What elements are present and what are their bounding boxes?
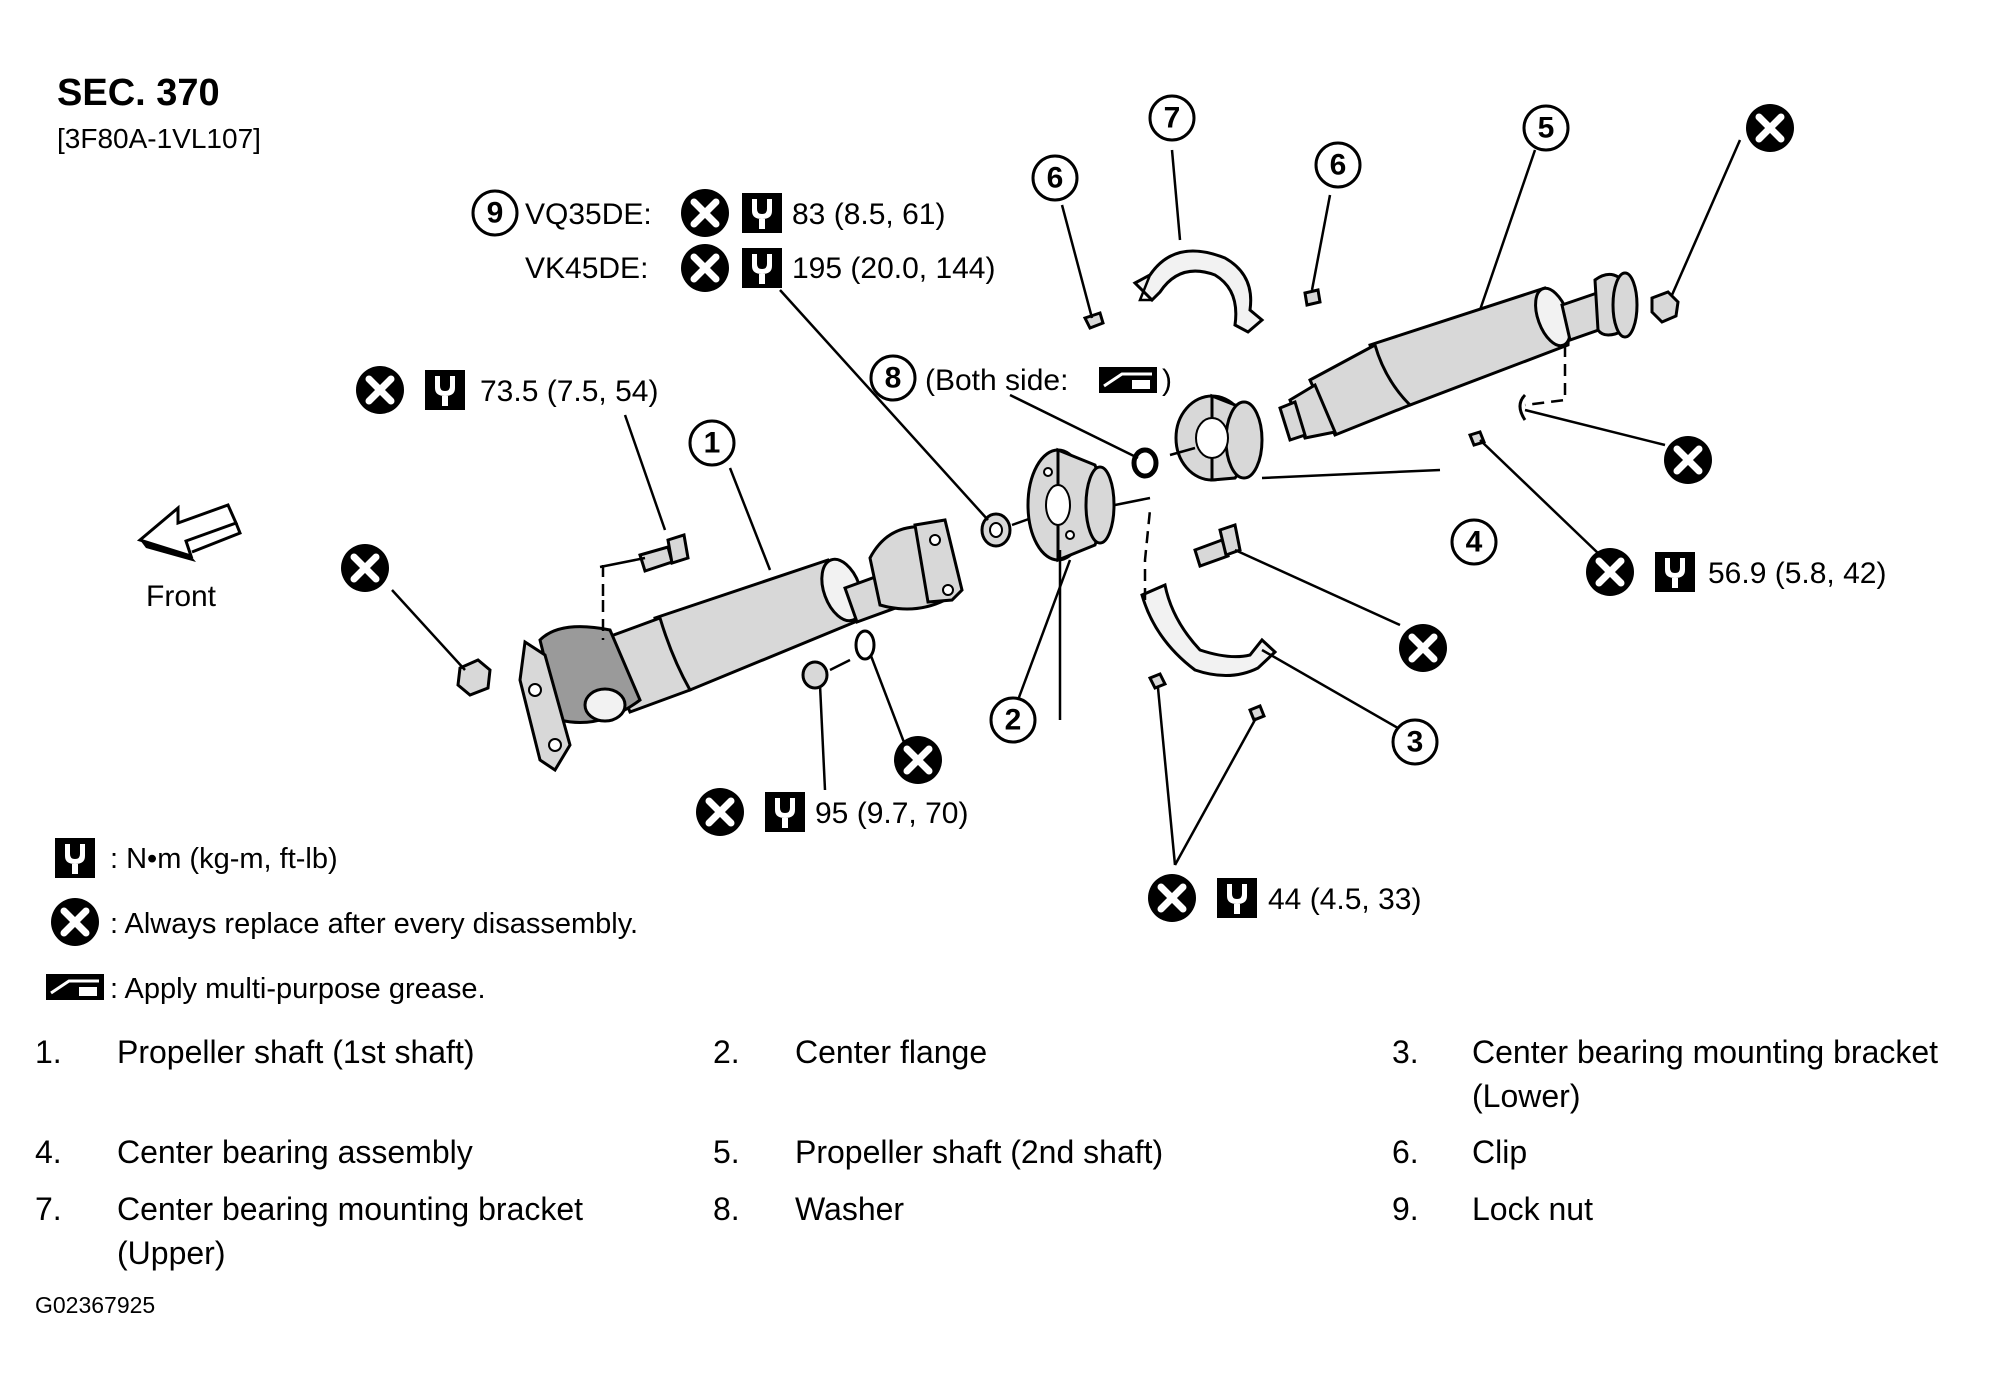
replace-x-circle-icon <box>1746 104 1794 152</box>
legend-x-circle-icon <box>51 898 99 946</box>
part-1-num: 1. <box>35 1034 62 1070</box>
torque-wrench-icon <box>742 248 782 288</box>
part-5-num: 5. <box>713 1134 740 1170</box>
center-bearing-assembly <box>1169 393 1264 482</box>
callout-1: 1 <box>704 427 721 460</box>
bolt-front <box>599 533 690 573</box>
callout-3: 3 <box>1407 726 1424 759</box>
propeller-shaft-2nd <box>1278 271 1639 442</box>
vq35de-torque: 83 (8.5, 61) <box>792 198 945 231</box>
part-7-num: 7. <box>35 1191 62 1227</box>
callout-7: 7 <box>1164 102 1181 135</box>
callout-5: 5 <box>1538 112 1555 145</box>
vq35de-label: VQ35DE: <box>525 198 652 231</box>
callout-6-left: 6 <box>1047 162 1064 195</box>
nut-rear <box>1650 290 1680 324</box>
torque-wrench-icon <box>765 792 805 832</box>
figure-code: G02367925 <box>35 1292 155 1318</box>
part-4-num: 4. <box>35 1134 62 1170</box>
front-label: Front <box>146 580 217 613</box>
callout-8: 8 <box>885 362 902 395</box>
part-3-name: Center bearing mounting bracket <box>1472 1034 1938 1070</box>
replace-x-circle-icon <box>681 244 729 292</box>
lock-nut <box>980 512 1012 548</box>
part-2-num: 2. <box>713 1034 740 1070</box>
torque-wrench-icon <box>1217 878 1257 918</box>
part-6-num: 6. <box>1392 1134 1419 1170</box>
rear-bolt-torque: 56.9 (5.8, 42) <box>1708 557 1886 590</box>
part-3-name-line2: (Lower) <box>1472 1078 1580 1114</box>
torque-wrench-icon <box>1655 552 1695 592</box>
bolt-front-torque: 73.5 (7.5, 54) <box>480 375 658 408</box>
replace-x-circle-icon <box>341 544 389 592</box>
part-8-name: Washer <box>795 1191 904 1227</box>
callout-4: 4 <box>1466 526 1483 559</box>
propeller-shaft-1st <box>518 518 964 773</box>
legend-replace: : Always replace after every disassembly… <box>110 908 638 940</box>
part-7-name: Center bearing mounting bracket <box>117 1191 583 1227</box>
parts-list: 1. Propeller shaft (1st shaft) 2. Center… <box>35 1034 1938 1271</box>
vk45de-label: VK45DE: <box>525 252 648 285</box>
torque-wrench-icon <box>742 193 782 233</box>
bracket-nuts-torque: 44 (4.5, 33) <box>1268 883 1421 916</box>
center-bearing-bracket-lower <box>1140 582 1278 678</box>
part-5-name: Propeller shaft (2nd shaft) <box>795 1134 1163 1170</box>
part-3-num: 3. <box>1392 1034 1419 1070</box>
center-flange <box>1026 447 1116 563</box>
front-arrow-icon <box>136 503 242 562</box>
legend-grease-icon <box>44 972 106 1002</box>
legend-torque-unit: : N•m (kg-m, ft-lb) <box>110 843 338 875</box>
part-9-num: 9. <box>1392 1191 1419 1227</box>
section-code: [3F80A-1VL107] <box>57 123 261 154</box>
clip-left <box>1082 311 1105 330</box>
section-title: SEC. 370 <box>57 72 220 114</box>
part-6-name: Clip <box>1472 1134 1527 1170</box>
replace-x-circle-icon <box>696 788 744 836</box>
vk45de-torque: 195 (20.0, 144) <box>792 252 995 285</box>
bolt-bracket <box>1193 523 1242 568</box>
replace-x-circle-icon <box>356 366 404 414</box>
replace-x-circle-icon <box>1399 624 1447 672</box>
callout-2: 2 <box>1005 704 1022 737</box>
washer-note-prefix: (Both side: <box>925 364 1068 397</box>
replace-x-circle-icon <box>681 189 729 237</box>
part-9-name: Lock nut <box>1472 1191 1593 1227</box>
replace-x-circle-icon <box>1586 548 1634 596</box>
legend-grease: : Apply multi-purpose grease. <box>110 973 486 1005</box>
replace-x-circle-icon <box>894 736 942 784</box>
washer-note-suffix: ) <box>1162 364 1172 397</box>
nut-front <box>456 658 492 697</box>
center-bearing-bracket-upper <box>1132 249 1265 334</box>
part-4-name: Center bearing assembly <box>117 1134 473 1170</box>
nut-bottom-torque: 95 (9.7, 70) <box>815 797 968 830</box>
replace-x-circle-icon <box>1148 874 1196 922</box>
legend-torque-wrench-icon <box>55 838 95 878</box>
grease-icon <box>1097 365 1159 395</box>
washer <box>1131 447 1159 479</box>
part-2-name: Center flange <box>795 1034 987 1070</box>
replace-x-circle-icon <box>1664 436 1712 484</box>
part-8-num: 8. <box>713 1191 740 1227</box>
part-7-name-line2: (Upper) <box>117 1235 225 1271</box>
callout-6-right: 6 <box>1330 149 1347 182</box>
callout-9: 9 <box>487 197 504 230</box>
torque-wrench-icon <box>425 370 465 410</box>
clip-right <box>1303 288 1322 307</box>
part-1-name: Propeller shaft (1st shaft) <box>117 1034 474 1070</box>
